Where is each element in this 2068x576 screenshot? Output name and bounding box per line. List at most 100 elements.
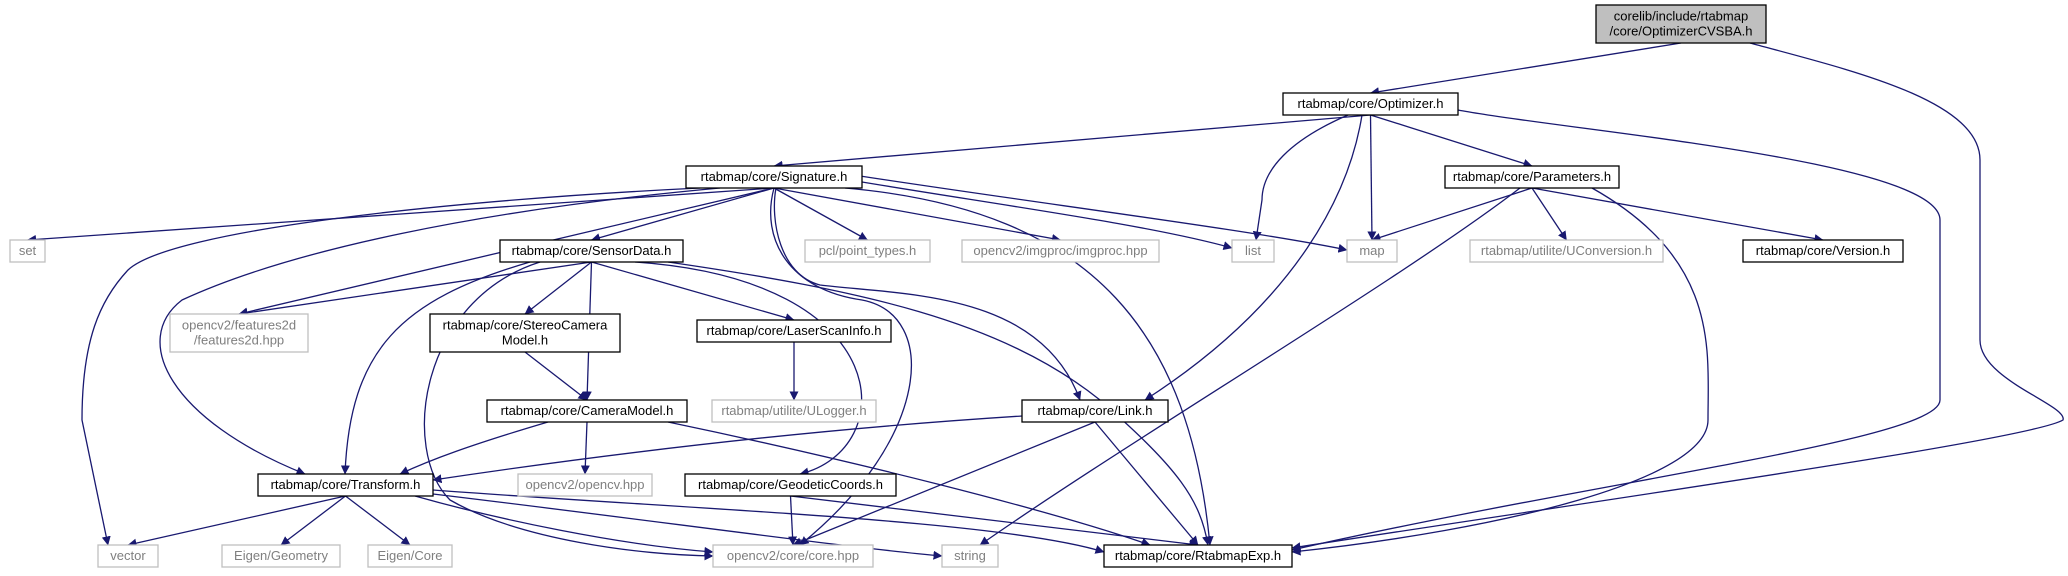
node-box — [1282, 92, 1459, 116]
edge-link-to-corehpp — [792, 421, 1096, 546]
node-link[interactable]: rtabmap/core/Link.h — [1021, 399, 1169, 423]
edge-signature-to-rtabmapexp — [844, 187, 1214, 546]
edge-parameters-to-uconversion — [1531, 187, 1568, 241]
node-label: set — [19, 243, 37, 258]
node-box — [1346, 239, 1398, 263]
edge-optimizer-to-rtabmapexp — [1291, 109, 1941, 553]
node-box — [1595, 4, 1767, 44]
edge-stereocam-to-cameramodel — [524, 351, 588, 401]
node-label: rtabmap/core/StereoCamera — [443, 318, 609, 333]
node-vector: vector — [97, 544, 159, 568]
node-rtabmapexp[interactable]: rtabmap/core/RtabmapExp.h — [1103, 544, 1293, 568]
node-box — [1103, 544, 1293, 568]
edge-parameters-to-map — [1371, 187, 1533, 242]
node-box — [9, 239, 46, 263]
node-box — [1742, 239, 1904, 263]
node-label: vector — [110, 548, 146, 563]
node-label: Eigen/Core — [377, 548, 442, 563]
node-signature[interactable]: rtabmap/core/Signature.h — [685, 165, 863, 189]
node-box — [1231, 239, 1275, 263]
node-root[interactable]: corelib/include/rtabmap/core/OptimizerCV… — [1595, 4, 1767, 44]
edge-sensordata-to-transform — [340, 261, 531, 475]
node-box — [685, 165, 863, 189]
node-features2d: opencv2/features2d/features2d.hpp — [169, 313, 309, 353]
edge-parameters-to-version — [1531, 187, 1824, 243]
edge-geodetic-to-corehpp — [788, 495, 798, 546]
edge-signature-to-set — [27, 187, 775, 244]
node-string: string — [941, 544, 999, 568]
edge-root-to-optimizer — [1370, 42, 1682, 97]
edge-parameters-to-rtabmapexp — [1291, 187, 1709, 556]
edge-signature-to-link — [773, 187, 1082, 401]
node-transform[interactable]: rtabmap/core/Transform.h — [257, 473, 434, 497]
node-box — [696, 319, 892, 343]
node-label: opencv2/imgproc/imgproc.hpp — [973, 243, 1147, 258]
node-label: rtabmap/core/RtabmapExp.h — [1115, 548, 1281, 563]
node-pcl: pcl/point_types.h — [804, 239, 931, 263]
node-box — [1469, 239, 1664, 263]
node-box — [169, 313, 309, 353]
node-parameters[interactable]: rtabmap/core/Parameters.h — [1444, 165, 1620, 189]
edge-optimizer-to-signature — [773, 114, 1371, 170]
node-laserscan[interactable]: rtabmap/core/LaserScanInfo.h — [696, 319, 892, 343]
edge-optimizer-to-link — [1144, 114, 1363, 401]
edge-sensordata-to-stereocam — [524, 261, 592, 315]
node-box — [1444, 165, 1620, 189]
node-label: corelib/include/rtabmap — [1614, 9, 1748, 24]
edge-signature-to-imgproc — [773, 187, 1061, 243]
node-label: rtabmap/core/Signature.h — [701, 169, 848, 184]
node-label: rtabmap/core/Version.h — [1756, 243, 1890, 258]
edge-transform-to-corehpp — [414, 495, 714, 556]
node-label: rtabmap/core/GeodeticCoords.h — [698, 477, 883, 492]
node-box — [961, 239, 1160, 263]
node-imgproc: opencv2/imgproc/imgproc.hpp — [961, 239, 1160, 263]
node-eigencore: Eigen/Core — [367, 544, 453, 568]
node-geodetic[interactable]: rtabmap/core/GeodeticCoords.h — [684, 473, 897, 497]
node-label: rtabmap/utilite/UConversion.h — [1481, 243, 1652, 258]
edge-sensordata-to-geodetic — [634, 261, 863, 477]
edge-root-to-rtabmapexp — [1291, 42, 2064, 552]
edge-sensordata-to-rtabmapexp — [667, 261, 1211, 546]
node-optimizer[interactable]: rtabmap/core/Optimizer.h — [1282, 92, 1459, 116]
node-label: rtabmap/core/Parameters.h — [1453, 169, 1611, 184]
node-label: Eigen/Geometry — [234, 548, 328, 563]
node-ulogger: rtabmap/utilite/ULogger.h — [711, 399, 877, 423]
node-label: opencv2/opencv.hpp — [525, 477, 644, 492]
edge-signature-to-transform — [159, 187, 721, 475]
node-box — [712, 544, 874, 568]
edge-optimizer-to-parameters — [1370, 114, 1533, 168]
node-label: /features2d.hpp — [194, 333, 284, 348]
node-label: rtabmap/core/LaserScanInfo.h — [707, 323, 882, 338]
node-sensordata[interactable]: rtabmap/core/SensorData.h — [499, 239, 684, 263]
node-label: rtabmap/utilite/ULogger.h — [721, 403, 866, 418]
node-label: string — [954, 548, 986, 563]
edge-link-to-transform — [432, 415, 1023, 484]
node-label: rtabmap/core/Optimizer.h — [1298, 96, 1444, 111]
edge-signature-to-corehpp — [770, 187, 912, 546]
node-list: list — [1231, 239, 1275, 263]
node-box — [367, 544, 453, 568]
edge-sensordata-to-laserscan — [591, 261, 795, 322]
node-box — [804, 239, 931, 263]
node-uconversion: rtabmap/utilite/UConversion.h — [1469, 239, 1664, 263]
node-eigengeo: Eigen/Geometry — [221, 544, 341, 568]
node-box — [221, 544, 341, 568]
node-label: Model.h — [502, 333, 548, 348]
node-label: opencv2/core/core.hpp — [727, 548, 859, 563]
edge-geodetic-to-rtabmapexp — [790, 495, 1199, 549]
node-box — [684, 473, 897, 497]
node-label: rtabmap/core/Transform.h — [271, 477, 421, 492]
node-box — [257, 473, 434, 497]
edge-signature-to-vector — [81, 187, 701, 546]
node-cameramodel[interactable]: rtabmap/core/CameraModel.h — [486, 399, 688, 423]
dependency-edges — [27, 42, 2064, 561]
node-label: list — [1245, 243, 1261, 258]
node-box — [941, 544, 999, 568]
node-box — [711, 399, 877, 423]
edge-transform-to-string — [432, 493, 943, 560]
node-version[interactable]: rtabmap/core/Version.h — [1742, 239, 1904, 263]
node-label: rtabmap/core/SensorData.h — [512, 243, 672, 258]
node-label: pcl/point_types.h — [819, 243, 917, 258]
